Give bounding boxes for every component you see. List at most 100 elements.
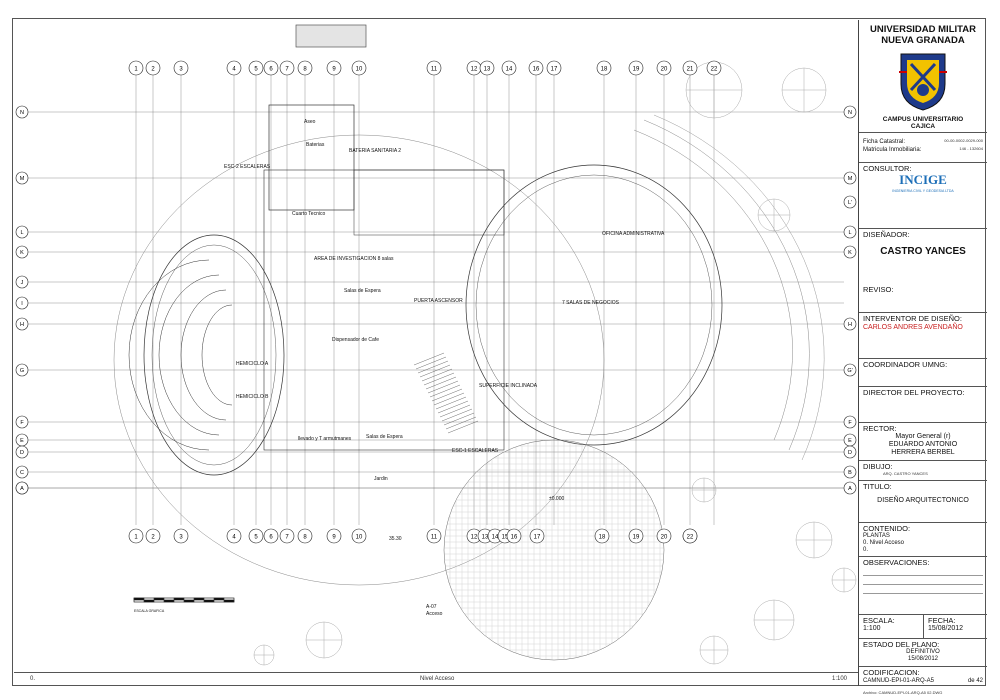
campus-line1: CAMPUS UNIVERSITARIO <box>882 116 964 123</box>
svg-text:4: 4 <box>232 535 236 541</box>
label-salas-negocios: 7 SALAS DE NEGOCIOS <box>562 300 620 306</box>
column-bubble-18: 18 <box>596 60 612 76</box>
svg-text:10: 10 <box>356 535 363 541</box>
svg-text:A: A <box>848 486 852 492</box>
label-salas-espera-2: Salas de Espera <box>366 434 403 440</box>
disenador-label: DISEÑADOR: <box>863 230 910 239</box>
svg-text:4: 4 <box>232 67 236 73</box>
fecha-label: FECHA: <box>928 616 956 625</box>
svg-text:J: J <box>21 280 24 286</box>
archivo-name: Archivo: CAMNUD-EPI-01-ARQ-A5 02.DWG <box>863 690 943 695</box>
row-bubble-J: J <box>15 275 29 289</box>
svg-text:6: 6 <box>269 535 273 541</box>
de-label: de <box>967 678 975 684</box>
estado-cell: ESTADO DEL PLANO: DEFINITIVO 15/08/2012 <box>859 638 987 666</box>
column-bubble-bottom-7: 7 <box>279 528 295 544</box>
svg-text:H: H <box>20 322 24 328</box>
consultor-cell: CONSULTOR: INCIGE INGENIERIA CIVIL Y GEO… <box>859 162 987 228</box>
column-bubble-1: 1 <box>128 60 144 76</box>
svg-text:5: 5 <box>254 535 258 541</box>
row-bubble-G: G <box>15 363 29 377</box>
column-bubble-bottom-10: 10 <box>351 528 367 544</box>
ficha-label: Ficha Catastral: <box>863 139 906 145</box>
row-bubble-right-M: M <box>843 171 857 185</box>
svg-text:6: 6 <box>269 67 273 73</box>
svg-text:16: 16 <box>533 67 540 73</box>
reviso-label: REVISO: <box>863 285 894 294</box>
contenido-label: CONTENIDO: <box>863 524 911 533</box>
disenador-cell: DISEÑADOR: CASTRO YANCES <box>859 228 987 264</box>
svg-text:L: L <box>848 230 851 236</box>
label-a07: A-07 <box>426 604 437 610</box>
column-bubble-bottom-20: 20 <box>656 528 672 544</box>
row-bubble-H: H <box>15 317 29 331</box>
svg-text:F: F <box>20 420 24 426</box>
disenador-name: CASTRO YANCES <box>880 246 966 257</box>
row-bubble-D: D <box>15 445 29 459</box>
label-dim-total: 35.30 <box>389 536 402 542</box>
director-label: DIRECTOR DEL PROYECTO: <box>863 388 965 397</box>
column-bubble-bottom-9: 9 <box>326 528 342 544</box>
row-bubble-right-G': G' <box>843 363 857 377</box>
column-bubble-21: 21 <box>682 60 698 76</box>
rector-line1: Mayor General (r) <box>895 433 951 440</box>
row-bubble-I: I <box>15 296 29 310</box>
sheet-scale: 1:100 <box>832 676 848 682</box>
column-bubble-17: 17 <box>546 60 562 76</box>
row-bubble-L: L <box>15 225 29 239</box>
svg-text:L: L <box>20 230 23 236</box>
contenido-line1: PLANTAS <box>863 533 890 539</box>
label-cuarto-tecnico: Cuarto Tecnico <box>292 211 325 217</box>
university-name: UNIVERSIDAD MILITAR NUEVA GRANADA <box>859 24 987 46</box>
row-bubble-K: K <box>15 245 29 259</box>
cadastral-cell: Ficha Catastral: 00-00-0002-0029-000 Mat… <box>859 132 987 162</box>
estado-line2: 15/08/2012 <box>907 656 939 662</box>
row-grid-left: NMLKJIHGFEDCBA <box>15 105 29 495</box>
bottom-rule <box>14 672 858 673</box>
svg-text:1: 1 <box>134 535 138 541</box>
column-bubble-19: 19 <box>628 60 644 76</box>
label-puerta-ascensor: PUERTA ASCENSOR <box>414 298 463 304</box>
svg-text:18: 18 <box>601 67 608 73</box>
svg-text:3: 3 <box>179 67 183 73</box>
row-bubble-right-K: K <box>843 245 857 259</box>
escala-value: 1:100 <box>863 625 881 632</box>
svg-text:15: 15 <box>502 535 509 541</box>
titulo-cell: TITULO: DISEÑO ARQUITECTONICO <box>859 480 987 522</box>
svg-text:N: N <box>848 110 852 116</box>
label-dispensador: Dispensador de Cafe <box>332 337 379 343</box>
svg-text:M: M <box>20 176 25 182</box>
svg-text:22: 22 <box>711 67 718 73</box>
plaza-circle <box>443 439 665 661</box>
contenido-line2: 0. Nivel Acceso <box>863 540 905 546</box>
svg-text:11: 11 <box>431 535 438 541</box>
university-shield-logo <box>899 53 947 111</box>
column-bubble-bottom-19: 19 <box>628 528 644 544</box>
campus-name: CAMPUS UNIVERSITARIO CAJICA <box>859 116 987 130</box>
svg-text:10: 10 <box>356 67 363 73</box>
svg-text:2: 2 <box>151 67 155 73</box>
column-grid-bottom: 12345678910111213141516171819202122 <box>128 528 698 544</box>
estado-label: ESTADO DEL PLANO: <box>863 640 940 649</box>
label-llevado: llevado y T armutmanes <box>298 436 352 442</box>
observaciones-label: OBSERVACIONES: <box>863 558 930 567</box>
interventor-cell: INTERVENTOR DE DISEÑO: CARLOS ANDRES AVE… <box>859 312 987 358</box>
fecha-cell: FECHA: 15/08/2012 <box>923 614 987 638</box>
label-salas-espera-1: Salas de Espera <box>344 288 381 294</box>
label-oficina-admin: OFICINA ADMINISTRATIVA <box>602 231 665 237</box>
codificacion-label: CODIFICACION: <box>863 668 920 677</box>
fecha-value: 15/08/2012 <box>928 625 964 632</box>
estado-line1: DEFINITIVO <box>906 649 940 655</box>
matricula-value: 146 - 132604 <box>959 146 983 151</box>
escala-cell: ESCALA: 1:100 <box>859 614 923 638</box>
label-esc1: ESC-1 ESCALERAS <box>452 448 499 454</box>
label-bateria-sanitaria: BATERIA SANITARIA 2 <box>349 148 401 154</box>
column-bubble-bottom-3: 3 <box>173 528 189 544</box>
label-level: ±0.000 <box>549 496 564 502</box>
observaciones-cell: OBSERVACIONES: <box>859 556 987 614</box>
column-bubble-8: 8 <box>297 60 313 76</box>
contenido-cell: CONTENIDO: PLANTAS 0. Nivel Acceso 0. <box>859 522 987 556</box>
